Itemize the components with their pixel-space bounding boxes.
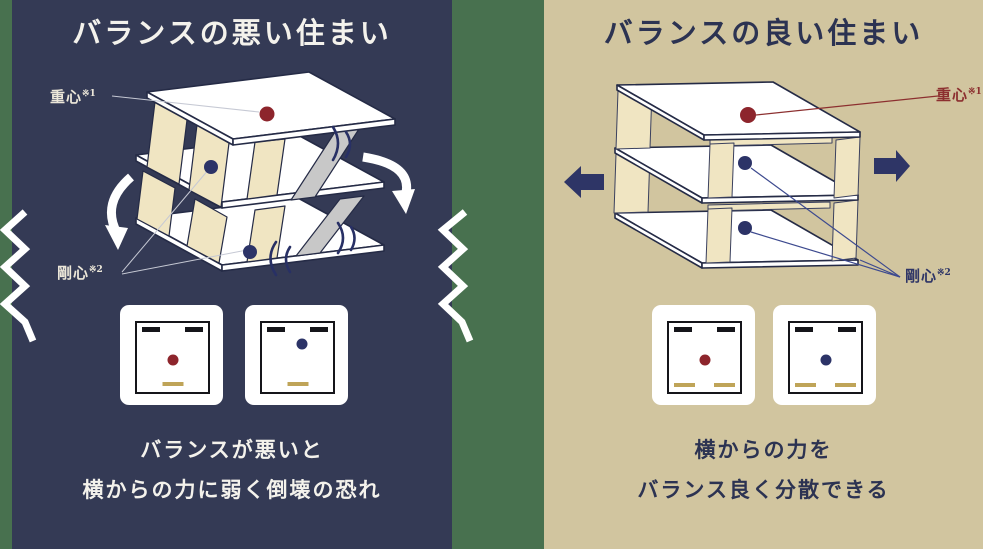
storey1-walls: [146, 101, 360, 208]
rigidity-dot: [820, 354, 831, 366]
shear-wall-bar-bottom-right: [714, 382, 735, 387]
gravity-center-label-bad: 重心※1: [50, 86, 96, 107]
floor-plan-card-bad-gravity: [120, 305, 223, 405]
gravity-dot: [167, 354, 178, 366]
rigidity-dot-low: [243, 245, 257, 259]
roof-slab: [616, 81, 861, 141]
gravity-dot: [699, 354, 710, 366]
force-arrow-left-icon: [564, 166, 604, 198]
wall-bar-top-right: [717, 327, 735, 332]
rigidity-dot-mid: [204, 160, 218, 174]
floor-plan-outline: [667, 321, 742, 394]
page-title-good: バランスの良い住まい: [603, 16, 924, 50]
wall-bar-top-right: [310, 327, 328, 332]
shake-zigzag-right: [437, 209, 474, 343]
page-title-bad: バランスの悪い住まい: [72, 16, 392, 50]
leader-lines: [111, 95, 260, 275]
failed-brace-lower: [295, 195, 365, 257]
shake-marks: [269, 125, 356, 277]
unbalanced-house-illustration: [105, 71, 415, 277]
middle-floor-slab: [614, 144, 859, 204]
gravity-label-text: 重心: [936, 86, 969, 104]
wall-bar-top-right: [185, 327, 203, 332]
rigidity-dot-low: [738, 221, 752, 235]
wall-bar-top-left: [267, 327, 285, 332]
gravity-label-sup: ※1: [968, 87, 982, 97]
caption-bad-line2: 横からの力に弱く倒壊の恐れ: [82, 477, 382, 502]
floor-plan-outline: [135, 321, 210, 394]
gravity-leader-line: [755, 95, 939, 116]
shake-zigzag-left: [0, 209, 37, 343]
storey2-walls: [613, 152, 859, 264]
gravity-label-text: 重心: [50, 88, 83, 106]
floor-plan-card-good-gravity: [652, 305, 755, 405]
gravity-dot: [740, 107, 756, 123]
rigidity-label-text: 剛心: [905, 267, 938, 285]
shear-wall-bar-bottom: [287, 381, 308, 386]
caption-good-line1: 横からの力を: [694, 437, 833, 462]
shear-wall-bar-bottom: [162, 381, 183, 386]
rigidity-label-text: 剛心: [57, 264, 90, 282]
rotation-arrow-right-icon: [362, 152, 415, 214]
rigidity-label-sup: ※2: [937, 268, 951, 278]
gravity-dot: [259, 106, 275, 122]
caption-bad: バランスが悪いと 横からの力に弱く倒壊の恐れ: [12, 430, 452, 510]
rigidity-center-label-bad: 剛心※2: [57, 262, 103, 283]
rotation-arrow-left-icon: [105, 173, 135, 250]
wall-bar-top-left: [674, 327, 692, 332]
force-arrow-right-icon: [874, 150, 910, 182]
shear-wall-bar-bottom-left: [674, 382, 695, 387]
wall-bar-top-right: [838, 327, 856, 332]
gravity-center-label-good: 重心※1: [936, 84, 982, 105]
shear-wall-bar-bottom-right: [835, 382, 856, 387]
gravity-label-sup: ※1: [82, 89, 96, 99]
rigidity-dot-mid: [738, 156, 752, 170]
bottom-floor-slab: [614, 209, 859, 269]
floor-plan-outline: [260, 321, 335, 394]
roof-slab: [146, 71, 396, 146]
rigidity-leader-lines: [750, 167, 901, 278]
shear-wall-bar-bottom-left: [795, 382, 816, 387]
rigidity-center-label-good: 剛心※2: [905, 265, 951, 286]
caption-good: 横からの力を バランス良く分散できる: [544, 430, 983, 510]
rigidity-label-sup: ※2: [89, 265, 103, 275]
floor-plan-card-good-rigidity: [773, 305, 876, 405]
wall-bar-top-left: [795, 327, 813, 332]
balanced-house-illustration: [564, 81, 939, 278]
floor-plan-outline: [788, 321, 863, 394]
floor-plan-card-bad-rigidity: [245, 305, 348, 405]
caption-bad-line1: バランスが悪いと: [140, 437, 324, 462]
rigidity-dot: [296, 338, 308, 350]
wall-bar-top-left: [142, 327, 160, 332]
caption-good-line2: バランス良く分散できる: [637, 477, 890, 502]
